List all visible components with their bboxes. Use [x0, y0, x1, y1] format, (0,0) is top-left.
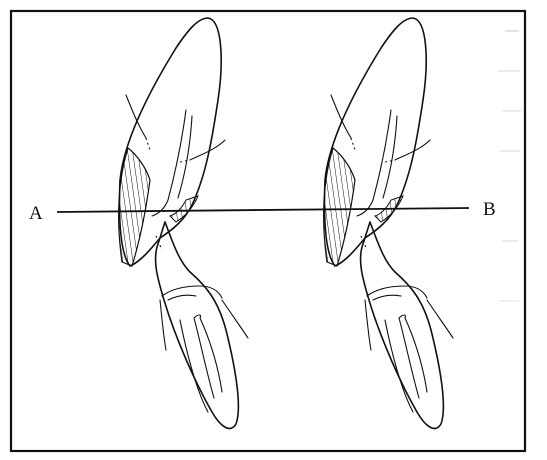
right-tooth-pair [324, 18, 453, 428]
figure-frame [11, 11, 525, 451]
right-upper-bone-hatch [324, 148, 355, 266]
label-a: A [29, 203, 43, 224]
left-tooth-pair [119, 18, 248, 428]
scan-noise [498, 30, 521, 302]
right-lower-incisor [361, 222, 444, 428]
left-upper-pulp [152, 110, 186, 216]
left-upper-bone-hatch [119, 148, 150, 266]
right-upper-pulp [357, 110, 391, 216]
label-b: B [483, 199, 496, 220]
left-lower-incisor [156, 222, 239, 428]
